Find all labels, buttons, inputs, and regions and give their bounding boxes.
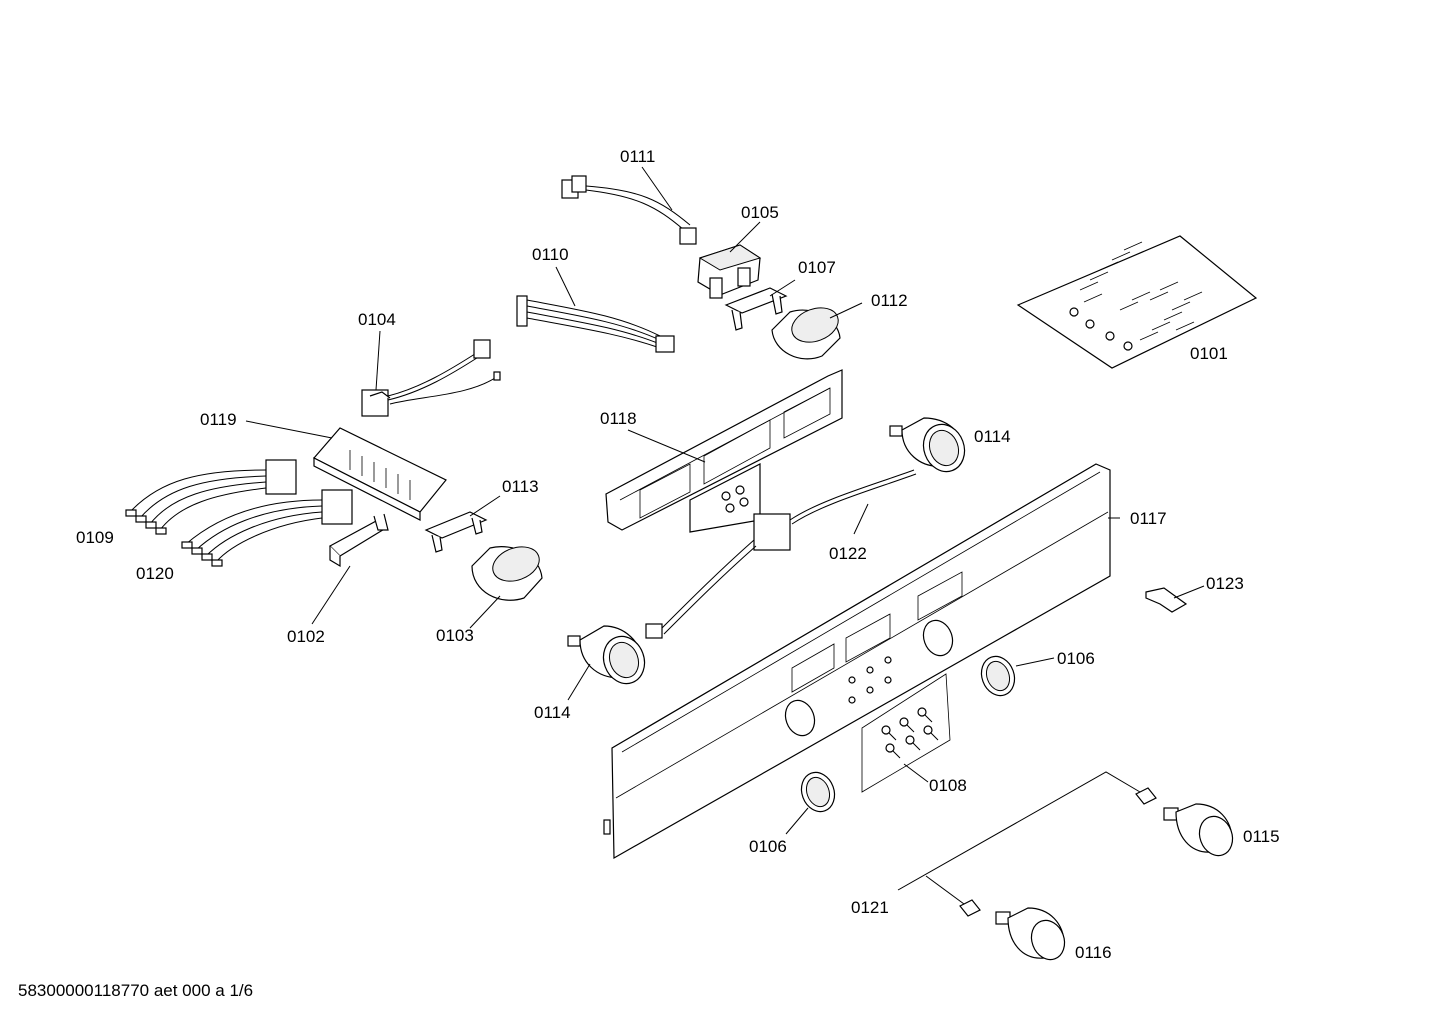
document-code: 58300000118770 aet 000 a 1/6 (18, 981, 254, 1000)
part-0115-knob (1163, 803, 1234, 857)
part-0120-wires (181, 489, 353, 567)
part-0114-knob-lower (567, 625, 646, 685)
part-0110-ribbon (516, 295, 675, 353)
leader-0110 (555, 266, 576, 307)
label-0112: 0112 (871, 291, 908, 310)
label-0101: 0101 (1190, 344, 1228, 363)
label-0111: 0111 (620, 147, 655, 166)
label-0118: 0118 (600, 409, 637, 428)
leader-0121a (897, 771, 1141, 891)
part-0106-ring-upper (980, 655, 1016, 697)
leader-0114b (567, 663, 591, 701)
part-0116-knob (995, 907, 1066, 961)
leader-0122 (853, 503, 869, 535)
leader-0113 (469, 495, 501, 517)
label-0107: 0107 (798, 258, 836, 277)
part-0103-cup (471, 546, 543, 601)
part-0112-cup (771, 307, 841, 360)
leader-0106b (785, 807, 809, 835)
part-0118-frame (605, 369, 843, 533)
part-0113-bracket (424, 511, 488, 553)
part-0111-cable (561, 175, 697, 245)
label-0113: 0113 (502, 477, 539, 496)
leader-0106a (1015, 657, 1055, 667)
label-0114b: 0114 (534, 703, 571, 722)
leader-0119 (245, 420, 333, 439)
label-0115: 0115 (1243, 827, 1280, 846)
label-0116: 0116 (1075, 943, 1112, 962)
leader-0108 (903, 763, 929, 783)
part-0114-knob-upper (889, 417, 966, 473)
leader-0123 (1173, 585, 1205, 599)
part-0101-screw-bag (1016, 235, 1258, 369)
label-0105: 0105 (741, 203, 779, 222)
label-0109: 0109 (76, 528, 114, 547)
label-0123: 0123 (1206, 574, 1244, 593)
part-0109-wires (125, 459, 297, 535)
label-0119: 0119 (200, 410, 237, 429)
part-0104-cable (361, 339, 501, 417)
part-0119-terminal-block (313, 427, 447, 521)
label-0114a: 0114 (974, 427, 1011, 446)
leader-0121b (925, 875, 965, 905)
label-0110: 0110 (532, 245, 569, 264)
leader-0103 (469, 595, 501, 629)
leader-0111 (641, 166, 673, 211)
leader-0104 (375, 330, 381, 391)
label-0108: 0108 (929, 776, 967, 795)
leader-0102 (311, 565, 351, 625)
label-0122: 0122 (829, 544, 867, 563)
part-0122-harness (645, 469, 917, 639)
label-0102: 0102 (287, 627, 325, 646)
label-0121: 0121 (851, 898, 889, 917)
part-0108-buttons (861, 673, 951, 793)
part-0121-caps (959, 787, 1157, 917)
label-0104: 0104 (358, 310, 396, 329)
part-0123-clip (1145, 587, 1188, 613)
leader-0105 (729, 221, 761, 253)
label-0117: 0117 (1130, 509, 1167, 528)
part-0117-control-panel (603, 463, 1111, 860)
label-0106b: 0106 (749, 837, 787, 856)
leader-0118 (627, 429, 706, 463)
leader-0107 (769, 279, 796, 297)
part-0102-bracket (329, 513, 389, 568)
label-0103: 0103 (436, 626, 474, 645)
part-0105-switch (697, 244, 762, 299)
leader-0112 (829, 302, 863, 319)
label-0106a: 0106 (1057, 649, 1095, 668)
label-0120: 0120 (136, 564, 174, 583)
part-0107-bracket (724, 287, 788, 331)
part-0106-ring-lower (800, 771, 836, 813)
